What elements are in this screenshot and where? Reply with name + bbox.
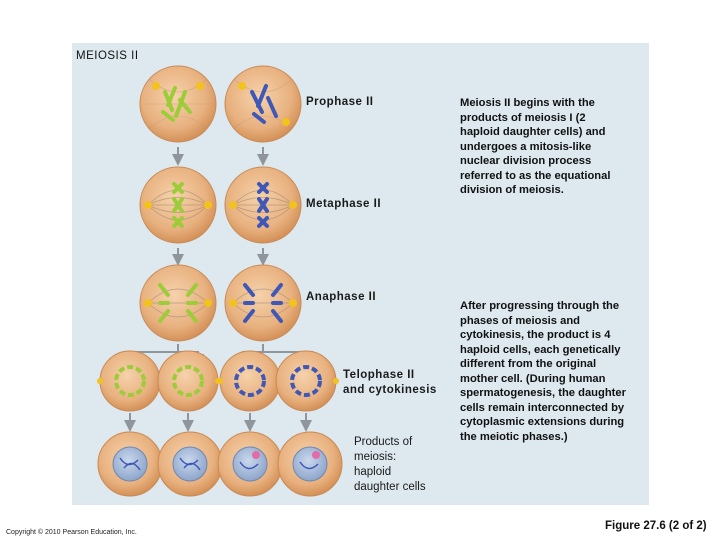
description-line: Meiosis II begins with the xyxy=(460,97,595,109)
description-top: Meiosis II begins with the products of m… xyxy=(460,96,610,198)
label-telophase-line2: and cytokinesis xyxy=(343,384,437,396)
description-line: division of meiosis. xyxy=(460,184,564,196)
label-metaphase: Metaphase II xyxy=(306,198,382,210)
cell-product-3 xyxy=(217,431,283,497)
chromosome-green-separating xyxy=(158,283,198,323)
cell-prophase-left xyxy=(139,65,217,143)
figure-number: Figure 27.6 (2 of 2) xyxy=(605,520,707,532)
chromosome-blue-plate xyxy=(257,182,269,228)
cell-metaphase-right xyxy=(224,166,302,244)
description-line: cytokinesis, the product is 4 xyxy=(460,329,611,341)
centrosome-icon xyxy=(229,201,237,209)
centrosome-icon xyxy=(289,299,297,307)
centrosome-icon xyxy=(289,201,297,209)
centrosome-icon xyxy=(152,82,160,90)
centrosome-icon xyxy=(229,299,237,307)
cell-product-1 xyxy=(97,431,163,497)
centrosome-icon xyxy=(204,201,212,209)
cell-telophase-2 xyxy=(157,350,221,412)
label-products-line: meiosis: xyxy=(354,451,397,463)
split-arrows xyxy=(124,344,318,366)
centrosome-icon xyxy=(196,82,204,90)
centrosome-icon xyxy=(204,299,212,307)
description-line: nuclear division process xyxy=(460,155,592,167)
centrosome-icon xyxy=(238,82,246,90)
label-products-line: haploid xyxy=(354,466,392,478)
cell-anaphase-left xyxy=(139,264,217,342)
cell-metaphase-left xyxy=(139,166,217,244)
cell-product-4 xyxy=(277,431,343,497)
centrosome-icon xyxy=(282,118,290,126)
centrosome-icon xyxy=(144,299,152,307)
label-products-line: Products of xyxy=(354,436,413,448)
label-prophase: Prophase II xyxy=(306,96,374,108)
description-bottom: After progressing through the phases of … xyxy=(460,299,626,444)
label-products: Products of meiosis: haploid daughter ce… xyxy=(354,435,426,495)
description-line: referred to as the equational xyxy=(460,169,611,182)
copyright-text: Copyright © 2010 Pearson Education, Inc. xyxy=(6,529,137,536)
label-anaphase: Anaphase II xyxy=(306,291,377,303)
figure-title: MEIOSIS II xyxy=(76,50,139,62)
description-line: the meiotic phases.) xyxy=(460,430,568,443)
description-line: haploid daughter cells) and xyxy=(460,126,606,138)
label-telophase-line1: Telophase II xyxy=(343,369,415,381)
description-line: spermatogenesis, the daughter xyxy=(460,387,626,399)
cell-product-2 xyxy=(157,431,223,497)
description-line: cytoplasmic extensions during xyxy=(460,416,625,428)
chromosome-blue-separating xyxy=(243,283,283,323)
chromosome-blue-cluster xyxy=(250,84,278,124)
cell-anaphase-right xyxy=(224,264,302,342)
chromosome-green-plate xyxy=(172,182,184,228)
chromosome-green-cluster xyxy=(161,86,192,122)
description-line: different from the original xyxy=(460,358,597,370)
cell-telophase-4 xyxy=(275,350,339,412)
description-line: products of meiosis I (2 xyxy=(460,111,586,124)
cell-prophase-right xyxy=(224,65,302,143)
cell-telophase-1 xyxy=(97,350,161,412)
description-line: haploid cells, each genetically xyxy=(460,343,621,356)
description-line: phases of meiosis and xyxy=(460,314,580,327)
description-line: After progressing through the xyxy=(460,300,620,312)
description-line: cells remain interconnected by xyxy=(460,401,625,414)
label-products-line: daughter cells xyxy=(354,481,426,493)
centrosome-icon xyxy=(144,201,152,209)
description-line: undergoes a mitosis-like xyxy=(460,140,592,153)
cell-telophase-3 xyxy=(217,350,281,412)
description-line: mother cell. (During human xyxy=(460,372,606,385)
